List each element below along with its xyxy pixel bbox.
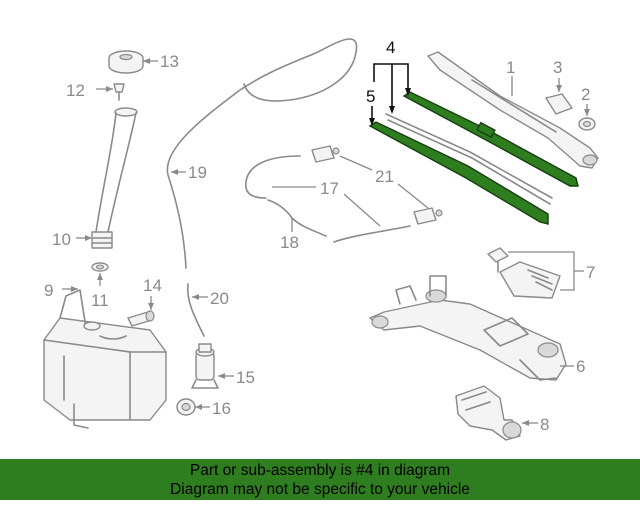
callout-17[interactable]: 17 xyxy=(320,179,339,198)
callout-20[interactable]: 20 xyxy=(210,289,229,308)
part-21-nozzle-a[interactable] xyxy=(311,145,340,163)
arrow-8 xyxy=(522,420,529,426)
part-3-arm-cap[interactable] xyxy=(545,93,573,115)
part-2-nut[interactable] xyxy=(578,117,596,131)
arrow-4a xyxy=(405,88,411,96)
part-21-nozzle-b[interactable] xyxy=(413,207,443,225)
part-10-filler-neck[interactable] xyxy=(91,107,138,249)
part-13-cap[interactable] xyxy=(108,50,144,74)
callout-12[interactable]: 12 xyxy=(66,81,85,100)
callout-15[interactable]: 15 xyxy=(236,368,255,387)
callout-18[interactable]: 18 xyxy=(280,233,299,252)
callout-4[interactable]: 4 xyxy=(386,38,395,57)
callout-2[interactable]: 2 xyxy=(581,85,590,104)
banner-line-part: Part or sub-assembly is #4 in diagram xyxy=(189,462,451,479)
part-1-wiper-arm[interactable] xyxy=(427,51,599,169)
callout-9[interactable]: 9 xyxy=(44,281,53,300)
callout-13[interactable]: 13 xyxy=(160,52,179,71)
arrow-5 xyxy=(369,118,375,126)
arrow-12 xyxy=(106,86,113,92)
arrow-20 xyxy=(192,294,199,300)
leader-21a xyxy=(339,155,373,171)
callout-1[interactable]: 1 xyxy=(506,58,515,77)
part-14-level-sensor[interactable] xyxy=(127,310,155,327)
arrow-2 xyxy=(584,109,590,116)
arrow-4b xyxy=(389,106,395,114)
callout-5[interactable]: 5 xyxy=(366,87,375,106)
arrow-10 xyxy=(85,235,92,241)
part-9-reservoir[interactable] xyxy=(43,289,167,429)
part-15-washer-pump[interactable] xyxy=(191,343,219,389)
part-4-wiper-blade-lower[interactable] xyxy=(368,121,549,225)
arrow-16 xyxy=(195,404,202,410)
callout-16[interactable]: 16 xyxy=(212,399,231,418)
part-16-pump-grommet[interactable] xyxy=(176,398,196,416)
part-8-wiper-motor[interactable] xyxy=(455,385,522,441)
info-banner: Part or sub-assembly is #4 in diagram Di… xyxy=(0,459,640,500)
leader-17b xyxy=(343,193,381,227)
arrow-14 xyxy=(148,303,154,310)
part-6-wiper-linkage[interactable] xyxy=(369,275,567,381)
arrow-9 xyxy=(71,286,78,292)
part-7-bushing[interactable] xyxy=(499,261,561,299)
banner-line-disclaimer: Diagram may not be specific to your vehi… xyxy=(170,481,470,498)
arrow-19 xyxy=(171,169,178,175)
leader-4a xyxy=(373,63,409,94)
callout-19[interactable]: 19 xyxy=(188,163,207,182)
callout-10[interactable]: 10 xyxy=(52,230,71,249)
part-12-clip[interactable] xyxy=(113,83,125,101)
part-4-wiper-blade-upper[interactable] xyxy=(402,91,579,187)
callout-11[interactable]: 11 xyxy=(91,291,109,310)
arrow-11 xyxy=(97,273,103,280)
part-18-hose[interactable] xyxy=(267,199,327,237)
part-17-hose-b[interactable] xyxy=(333,225,411,243)
callout-8[interactable]: 8 xyxy=(540,415,549,434)
arrow-15 xyxy=(218,373,225,379)
callout-7[interactable]: 7 xyxy=(586,263,595,282)
arrow-13 xyxy=(143,58,150,64)
arrow-3 xyxy=(556,85,562,92)
callout-3[interactable]: 3 xyxy=(553,58,562,77)
part-19-hose[interactable] xyxy=(166,38,358,269)
callout-14[interactable]: 14 xyxy=(143,276,162,295)
leader-21b xyxy=(397,183,429,209)
part-11-grommet[interactable] xyxy=(91,262,109,272)
callout-21[interactable]: 21 xyxy=(375,167,394,186)
part-7-bracket-bolt[interactable] xyxy=(487,247,509,273)
part-17-hose-a[interactable] xyxy=(245,155,301,199)
callout-6[interactable]: 6 xyxy=(576,357,585,376)
part-20-hose[interactable] xyxy=(186,283,205,337)
part-4-wiper-refill[interactable] xyxy=(385,113,553,205)
